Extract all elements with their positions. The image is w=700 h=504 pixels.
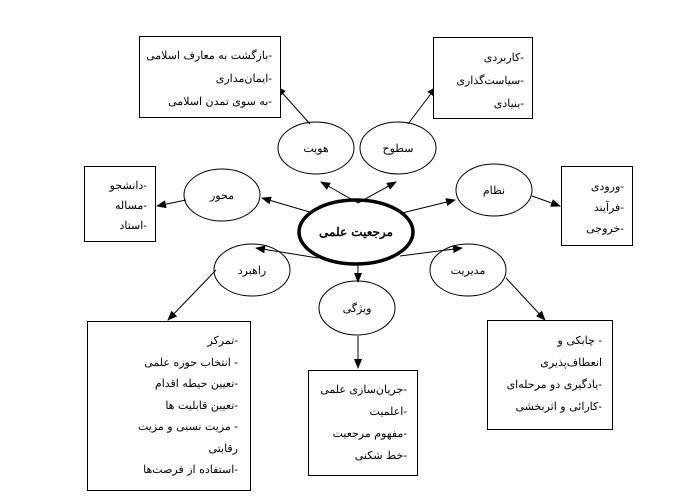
axis-item: -استاد	[119, 219, 147, 232]
levels-item: -بنیادی	[493, 97, 524, 110]
strategy-item: - مزیت نسبی و مزیت	[137, 420, 238, 433]
axis-item: -مساله	[114, 199, 147, 212]
management-item: -یادگیری دو مرحله‌ای	[506, 378, 602, 391]
feature-item: -خط شکنی	[354, 449, 407, 462]
levels-item: -سیاست‌گذاری	[456, 74, 524, 87]
center-node-scientific-authority: مرجعیت علمی	[319, 225, 393, 239]
system-item: -ورودی	[590, 180, 624, 193]
strategy-item: رقابتی	[208, 441, 238, 455]
axis-box: -دانشجو -مساله -استاد	[84, 166, 156, 242]
management-item: -کارائی و اثربخشی	[515, 400, 602, 413]
levels-item: -کاربردی	[483, 51, 524, 64]
feature-box: -جریان‌سازی علمی -اعلمیت -مفهوم مرجعیت -…	[308, 370, 418, 476]
levels-box: -کاربردی -سیاست‌گذاری -بنیادی	[433, 37, 533, 119]
strategy-item: -استفاده از فرصت‌ها	[143, 463, 238, 476]
node-system: نظام	[482, 183, 506, 197]
strategy-item: -تعیین حیطه اقدام	[154, 377, 238, 390]
strategy-item: -تمرکز	[207, 334, 238, 347]
identity-item: -بازگشت به معارف اسلامی	[146, 49, 272, 62]
identity-item: -به سوی تمدن اسلامی	[168, 95, 272, 108]
node-levels: سطوح	[382, 141, 414, 155]
system-item: -خروجی	[586, 222, 624, 235]
management-item: انعطاف‌پذیری	[540, 356, 602, 369]
management-item: - چابکی و	[557, 334, 602, 347]
management-box: - چابکی و انعطاف‌پذیری -یادگیری دو مرحله…	[487, 320, 613, 430]
feature-item: -اعلمیت	[369, 405, 407, 418]
node-identity: هویت	[303, 141, 329, 155]
system-box: -ورودی -فرآیند -خروجی	[561, 166, 633, 246]
node-axis: محور	[210, 188, 234, 202]
identity-item: -ایمان‌مداری	[215, 72, 272, 85]
node-strategy: راهبرد	[237, 263, 267, 277]
strategy-box: -تمرکز - انتخاب حوزه علمی -تعیین حیطه اق…	[87, 321, 251, 491]
feature-item: -جریان‌سازی علمی	[320, 383, 407, 396]
identity-box: -بازگشت به معارف اسلامی -ایمان‌مداری -به…	[139, 36, 281, 118]
feature-item: -مفهوم مرجعیت	[332, 427, 407, 440]
axis-item: -دانشجو	[109, 179, 147, 192]
node-management: مدیریت	[450, 263, 486, 277]
node-feature: ویژگی	[342, 301, 372, 315]
strategy-item: - انتخاب حوزه علمی	[144, 355, 238, 369]
system-item: -فرآیند	[593, 201, 624, 214]
strategy-item: -تعیین قابلیت ها	[165, 398, 238, 412]
